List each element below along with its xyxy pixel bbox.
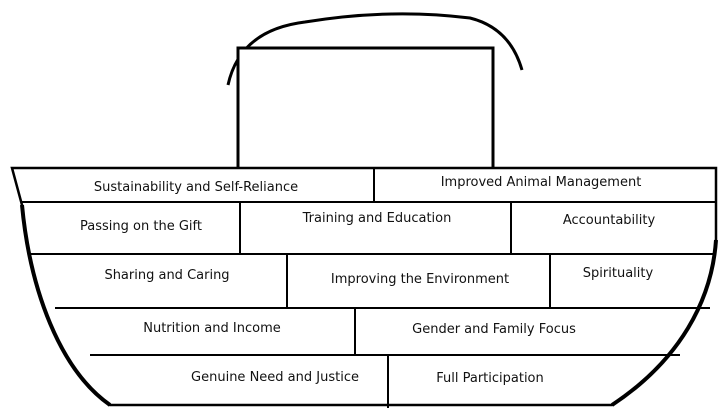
label-sharing: Sharing and Caring bbox=[104, 268, 229, 283]
label-participation: Full Participation bbox=[436, 371, 544, 386]
label-animal-management: Improved Animal Management bbox=[441, 175, 642, 190]
label-gender: Gender and Family Focus bbox=[412, 322, 576, 337]
label-accountability: Accountability bbox=[563, 213, 656, 228]
label-sustainability: Sustainability and Self-Reliance bbox=[94, 180, 298, 195]
row-dividers bbox=[14, 167, 716, 356]
cabin bbox=[236, 46, 495, 172]
roof-arc bbox=[226, 12, 524, 86]
hull-curve bbox=[20, 204, 718, 407]
label-training: Training and Education bbox=[302, 211, 452, 226]
label-need-justice: Genuine Need and Justice bbox=[191, 370, 359, 385]
label-environment: Improving the Environment bbox=[331, 272, 509, 287]
label-passing-gift: Passing on the Gift bbox=[80, 219, 202, 234]
label-spirituality: Spirituality bbox=[583, 266, 654, 281]
block-dividers bbox=[239, 168, 551, 408]
label-nutrition: Nutrition and Income bbox=[143, 321, 280, 336]
